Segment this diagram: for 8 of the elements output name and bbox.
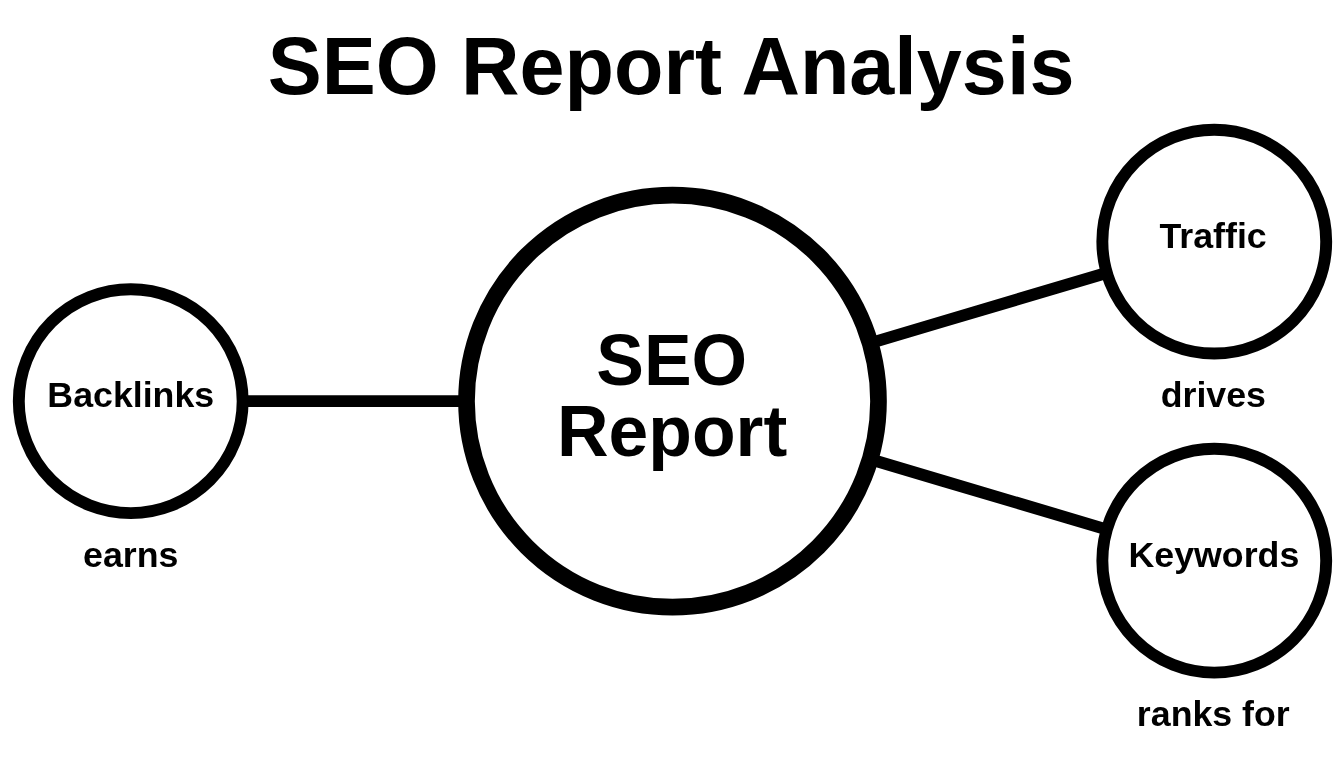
node-circle: Keywords	[1095, 442, 1332, 679]
node-label: earns	[82, 534, 178, 575]
node-circle: Traffic	[1095, 123, 1332, 359]
node-circle: SEO Report	[457, 186, 887, 615]
node-label: ranks for	[1136, 693, 1290, 734]
node-circle: Backlinks	[12, 282, 249, 519]
node-label: drives	[1160, 374, 1266, 415]
diagram-title: SEO Report Analysis	[267, 20, 1074, 111]
